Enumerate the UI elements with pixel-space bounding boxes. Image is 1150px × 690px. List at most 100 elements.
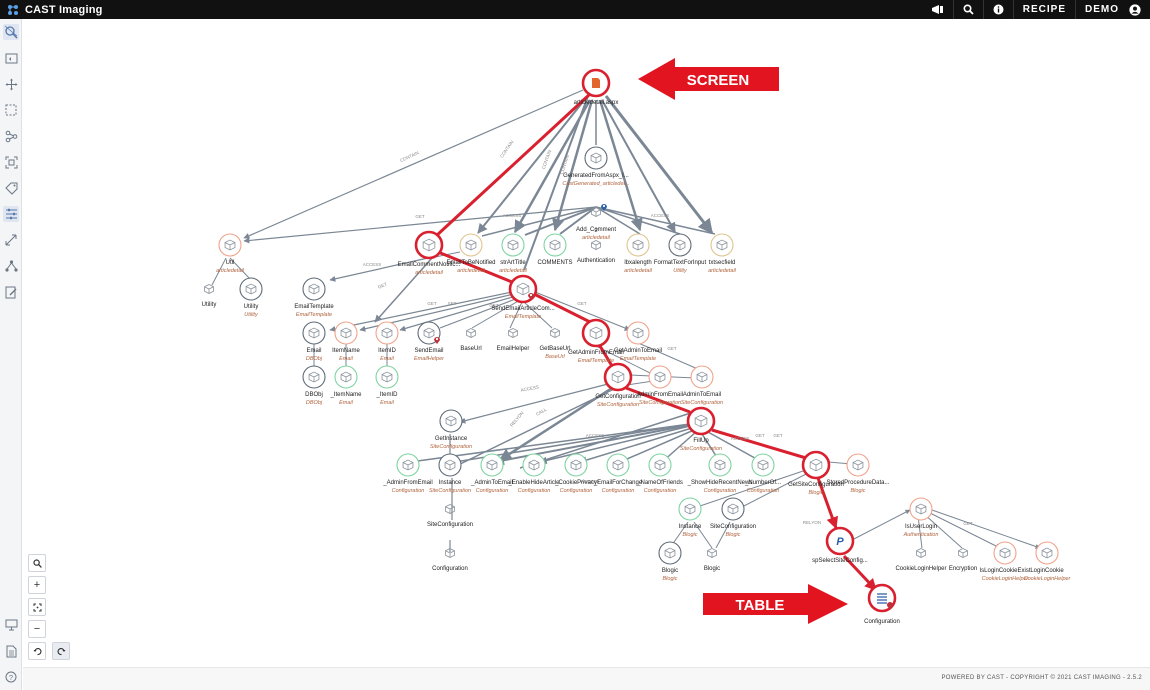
node-label: _NameOfFriends bbox=[636, 480, 683, 486]
help-icon[interactable]: ? bbox=[3, 669, 19, 685]
cube-icon bbox=[340, 371, 352, 383]
node-label: 2 bbox=[594, 228, 597, 234]
node-sublabel: DBObj bbox=[306, 356, 323, 362]
graph-node[interactable]: GeneratedFromAspx_I...CastGenerated_arti… bbox=[562, 146, 630, 187]
node-sublabel: BaseUrl bbox=[545, 354, 565, 360]
demo-button[interactable]: DEMO bbox=[1075, 0, 1150, 19]
graph-node[interactable]: Authentication bbox=[577, 240, 615, 265]
graph-node[interactable]: BaseUrl bbox=[460, 328, 482, 353]
cast-logo-icon[interactable] bbox=[5, 2, 21, 18]
investigate-tool-icon[interactable] bbox=[3, 24, 19, 40]
marker-icon bbox=[887, 602, 893, 608]
graph-node[interactable]: Encryption bbox=[949, 548, 977, 573]
filter-settings-icon[interactable] bbox=[3, 206, 19, 222]
move-tool-icon[interactable] bbox=[3, 76, 19, 92]
expand-icon[interactable] bbox=[3, 232, 19, 248]
cube-icon bbox=[707, 548, 717, 558]
graph-node[interactable]: _NumberOf...Configuration bbox=[744, 453, 781, 494]
cube-icon bbox=[508, 328, 518, 338]
document-icon[interactable] bbox=[3, 643, 19, 659]
zoom-in-button[interactable]: + bbox=[28, 576, 46, 594]
folder-explore-icon[interactable] bbox=[3, 50, 19, 66]
graph-node[interactable]: CookieLoginHelper bbox=[895, 548, 947, 573]
edit-note-icon[interactable] bbox=[3, 284, 19, 300]
graph-node[interactable]: EmailHelper bbox=[497, 328, 530, 353]
graph-node[interactable]: StoredProcedureData...Blogic bbox=[826, 453, 890, 494]
search-icon[interactable] bbox=[952, 0, 983, 19]
select-area-icon[interactable] bbox=[3, 102, 19, 118]
recipe-button[interactable]: RECIPE bbox=[1012, 0, 1075, 19]
graph-node[interactable]: PspSelectSiteConfig... bbox=[812, 526, 868, 564]
node-label: Encryption bbox=[949, 566, 977, 572]
node-label: Util bbox=[226, 260, 235, 266]
zoom-out-button[interactable]: − bbox=[28, 620, 46, 638]
graph-node[interactable]: SiteConfiguration bbox=[427, 504, 473, 529]
fit-view-button[interactable] bbox=[28, 598, 46, 616]
node-label: AdminFromEmail bbox=[637, 392, 683, 398]
graph-node[interactable]: Utility bbox=[202, 284, 217, 309]
graph-node[interactable]: Blogic bbox=[704, 548, 720, 573]
copyright-text: POWERED BY CAST - COPYRIGHT © 2021 CAST … bbox=[941, 675, 1142, 681]
hierarchy-icon[interactable] bbox=[3, 258, 19, 274]
cube-icon bbox=[757, 459, 769, 471]
monitor-icon[interactable] bbox=[3, 617, 19, 633]
focus-frame-icon[interactable] bbox=[3, 154, 19, 170]
info-icon[interactable] bbox=[982, 0, 1013, 19]
graph-node[interactable]: Configuration bbox=[864, 583, 900, 625]
graph-node[interactable]: SendEmailArticleCom...EmailTemplate bbox=[491, 274, 555, 320]
node-label: spSelectSiteConfig... bbox=[812, 558, 868, 564]
path-finder-icon[interactable] bbox=[3, 128, 19, 144]
tag-icon[interactable] bbox=[3, 180, 19, 196]
graph-node[interactable]: articledetail.aspx bbox=[574, 68, 619, 106]
zoom-search-button[interactable] bbox=[28, 554, 46, 572]
graph-node[interactable]: COMMENTS bbox=[538, 233, 573, 266]
node-sublabel: Configuration bbox=[704, 488, 737, 494]
node-sublabel: SiteConfiguration bbox=[680, 446, 722, 452]
redo-button[interactable] bbox=[52, 642, 70, 660]
graph-node[interactable]: EmailCommentNotific...articledetail bbox=[398, 230, 461, 276]
notification-icon[interactable] bbox=[922, 0, 953, 19]
location-pin-icon bbox=[434, 337, 440, 344]
undo-button[interactable] bbox=[28, 642, 46, 660]
graph-node[interactable]: Configuration bbox=[432, 548, 468, 573]
